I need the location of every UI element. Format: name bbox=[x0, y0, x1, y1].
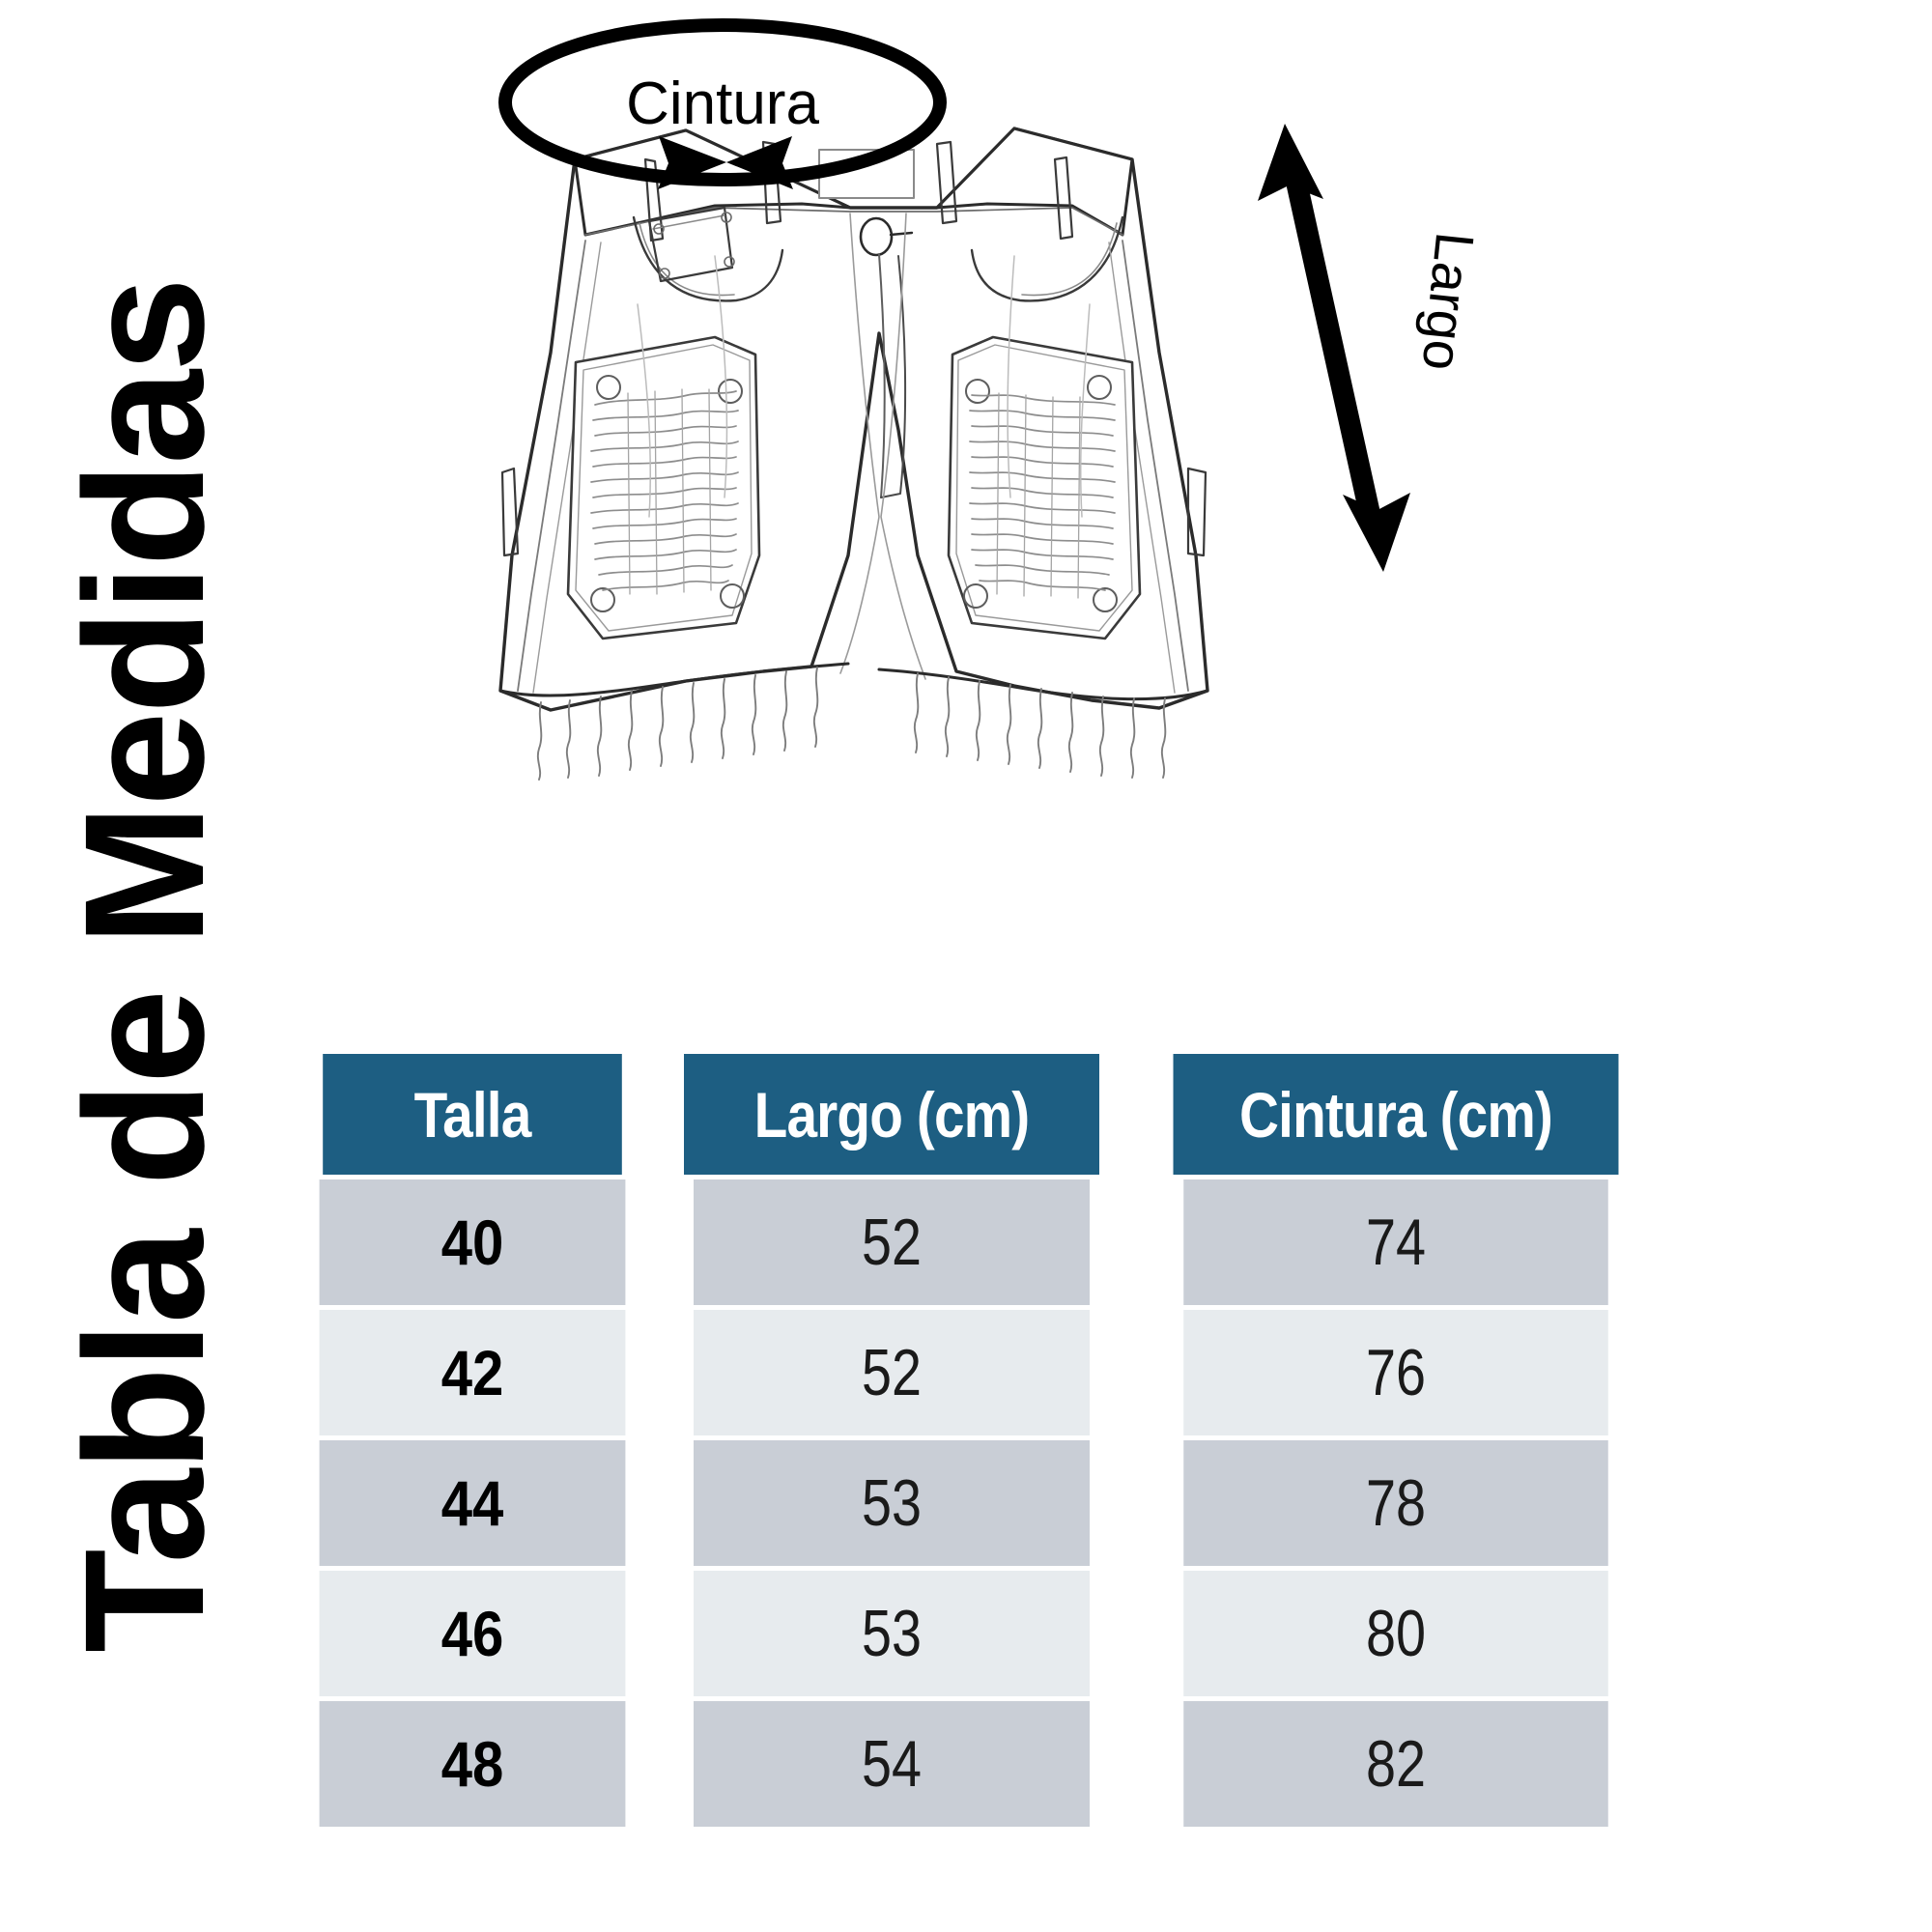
cell-cintura: 80 bbox=[1183, 1571, 1608, 1696]
cell-largo: 52 bbox=[694, 1310, 1090, 1435]
largo-arrow-line bbox=[1282, 161, 1384, 534]
cintura-arrow-left-icon bbox=[658, 136, 726, 189]
table-row: 46 53 80 bbox=[298, 1571, 1655, 1696]
cintura-annotation-label: Cintura bbox=[626, 71, 819, 137]
column-header-largo: Largo (cm) bbox=[684, 1054, 1099, 1175]
largo-annotation-label: Largo bbox=[1411, 230, 1487, 374]
cell-talla: 46 bbox=[319, 1571, 626, 1696]
shorts-drawing bbox=[498, 127, 1209, 781]
page-title-container: Tabla de Medidas bbox=[0, 0, 290, 1932]
cell-cintura: 76 bbox=[1183, 1310, 1608, 1435]
table-header-row: Talla Largo (cm) Cintura (cm) bbox=[298, 1054, 1655, 1175]
table-header: Talla Largo (cm) Cintura (cm) bbox=[298, 1054, 1655, 1175]
largo-arrow-head-up-icon bbox=[1258, 124, 1323, 201]
cell-talla: 48 bbox=[319, 1701, 626, 1827]
size-chart-table: Talla Largo (cm) Cintura (cm) 40 52 74 4… bbox=[295, 1049, 1659, 1832]
cell-largo: 53 bbox=[694, 1440, 1090, 1566]
cell-cintura: 74 bbox=[1183, 1179, 1608, 1305]
cintura-arrow-right-icon bbox=[726, 136, 793, 189]
cell-largo: 52 bbox=[694, 1179, 1090, 1305]
cell-cintura: 78 bbox=[1183, 1440, 1608, 1566]
column-header-cintura: Cintura (cm) bbox=[1173, 1054, 1619, 1175]
cell-largo: 53 bbox=[694, 1571, 1090, 1696]
table-body: 40 52 74 42 52 76 44 53 78 46 53 80 48 5… bbox=[298, 1179, 1655, 1827]
table-row: 40 52 74 bbox=[298, 1179, 1655, 1305]
table-row: 42 52 76 bbox=[298, 1310, 1655, 1435]
table-row: 48 54 82 bbox=[298, 1701, 1655, 1827]
shorts-diagram-svg: Cintura Largo bbox=[498, 18, 1486, 781]
table-row: 44 53 78 bbox=[298, 1440, 1655, 1566]
cintura-callout: Cintura bbox=[498, 18, 947, 189]
column-header-talla: Talla bbox=[323, 1054, 622, 1175]
cell-talla: 40 bbox=[319, 1179, 626, 1305]
page-title: Tabla de Medidas bbox=[50, 279, 240, 1653]
cell-talla: 44 bbox=[319, 1440, 626, 1566]
garment-illustration: Cintura Largo bbox=[290, 10, 1526, 1005]
cintura-ellipse-icon bbox=[498, 18, 947, 186]
cell-cintura: 82 bbox=[1183, 1701, 1608, 1827]
largo-arrow-head-down-icon bbox=[1343, 493, 1410, 572]
largo-callout: Largo bbox=[1258, 124, 1486, 572]
cell-largo: 54 bbox=[694, 1701, 1090, 1827]
cell-talla: 42 bbox=[319, 1310, 626, 1435]
